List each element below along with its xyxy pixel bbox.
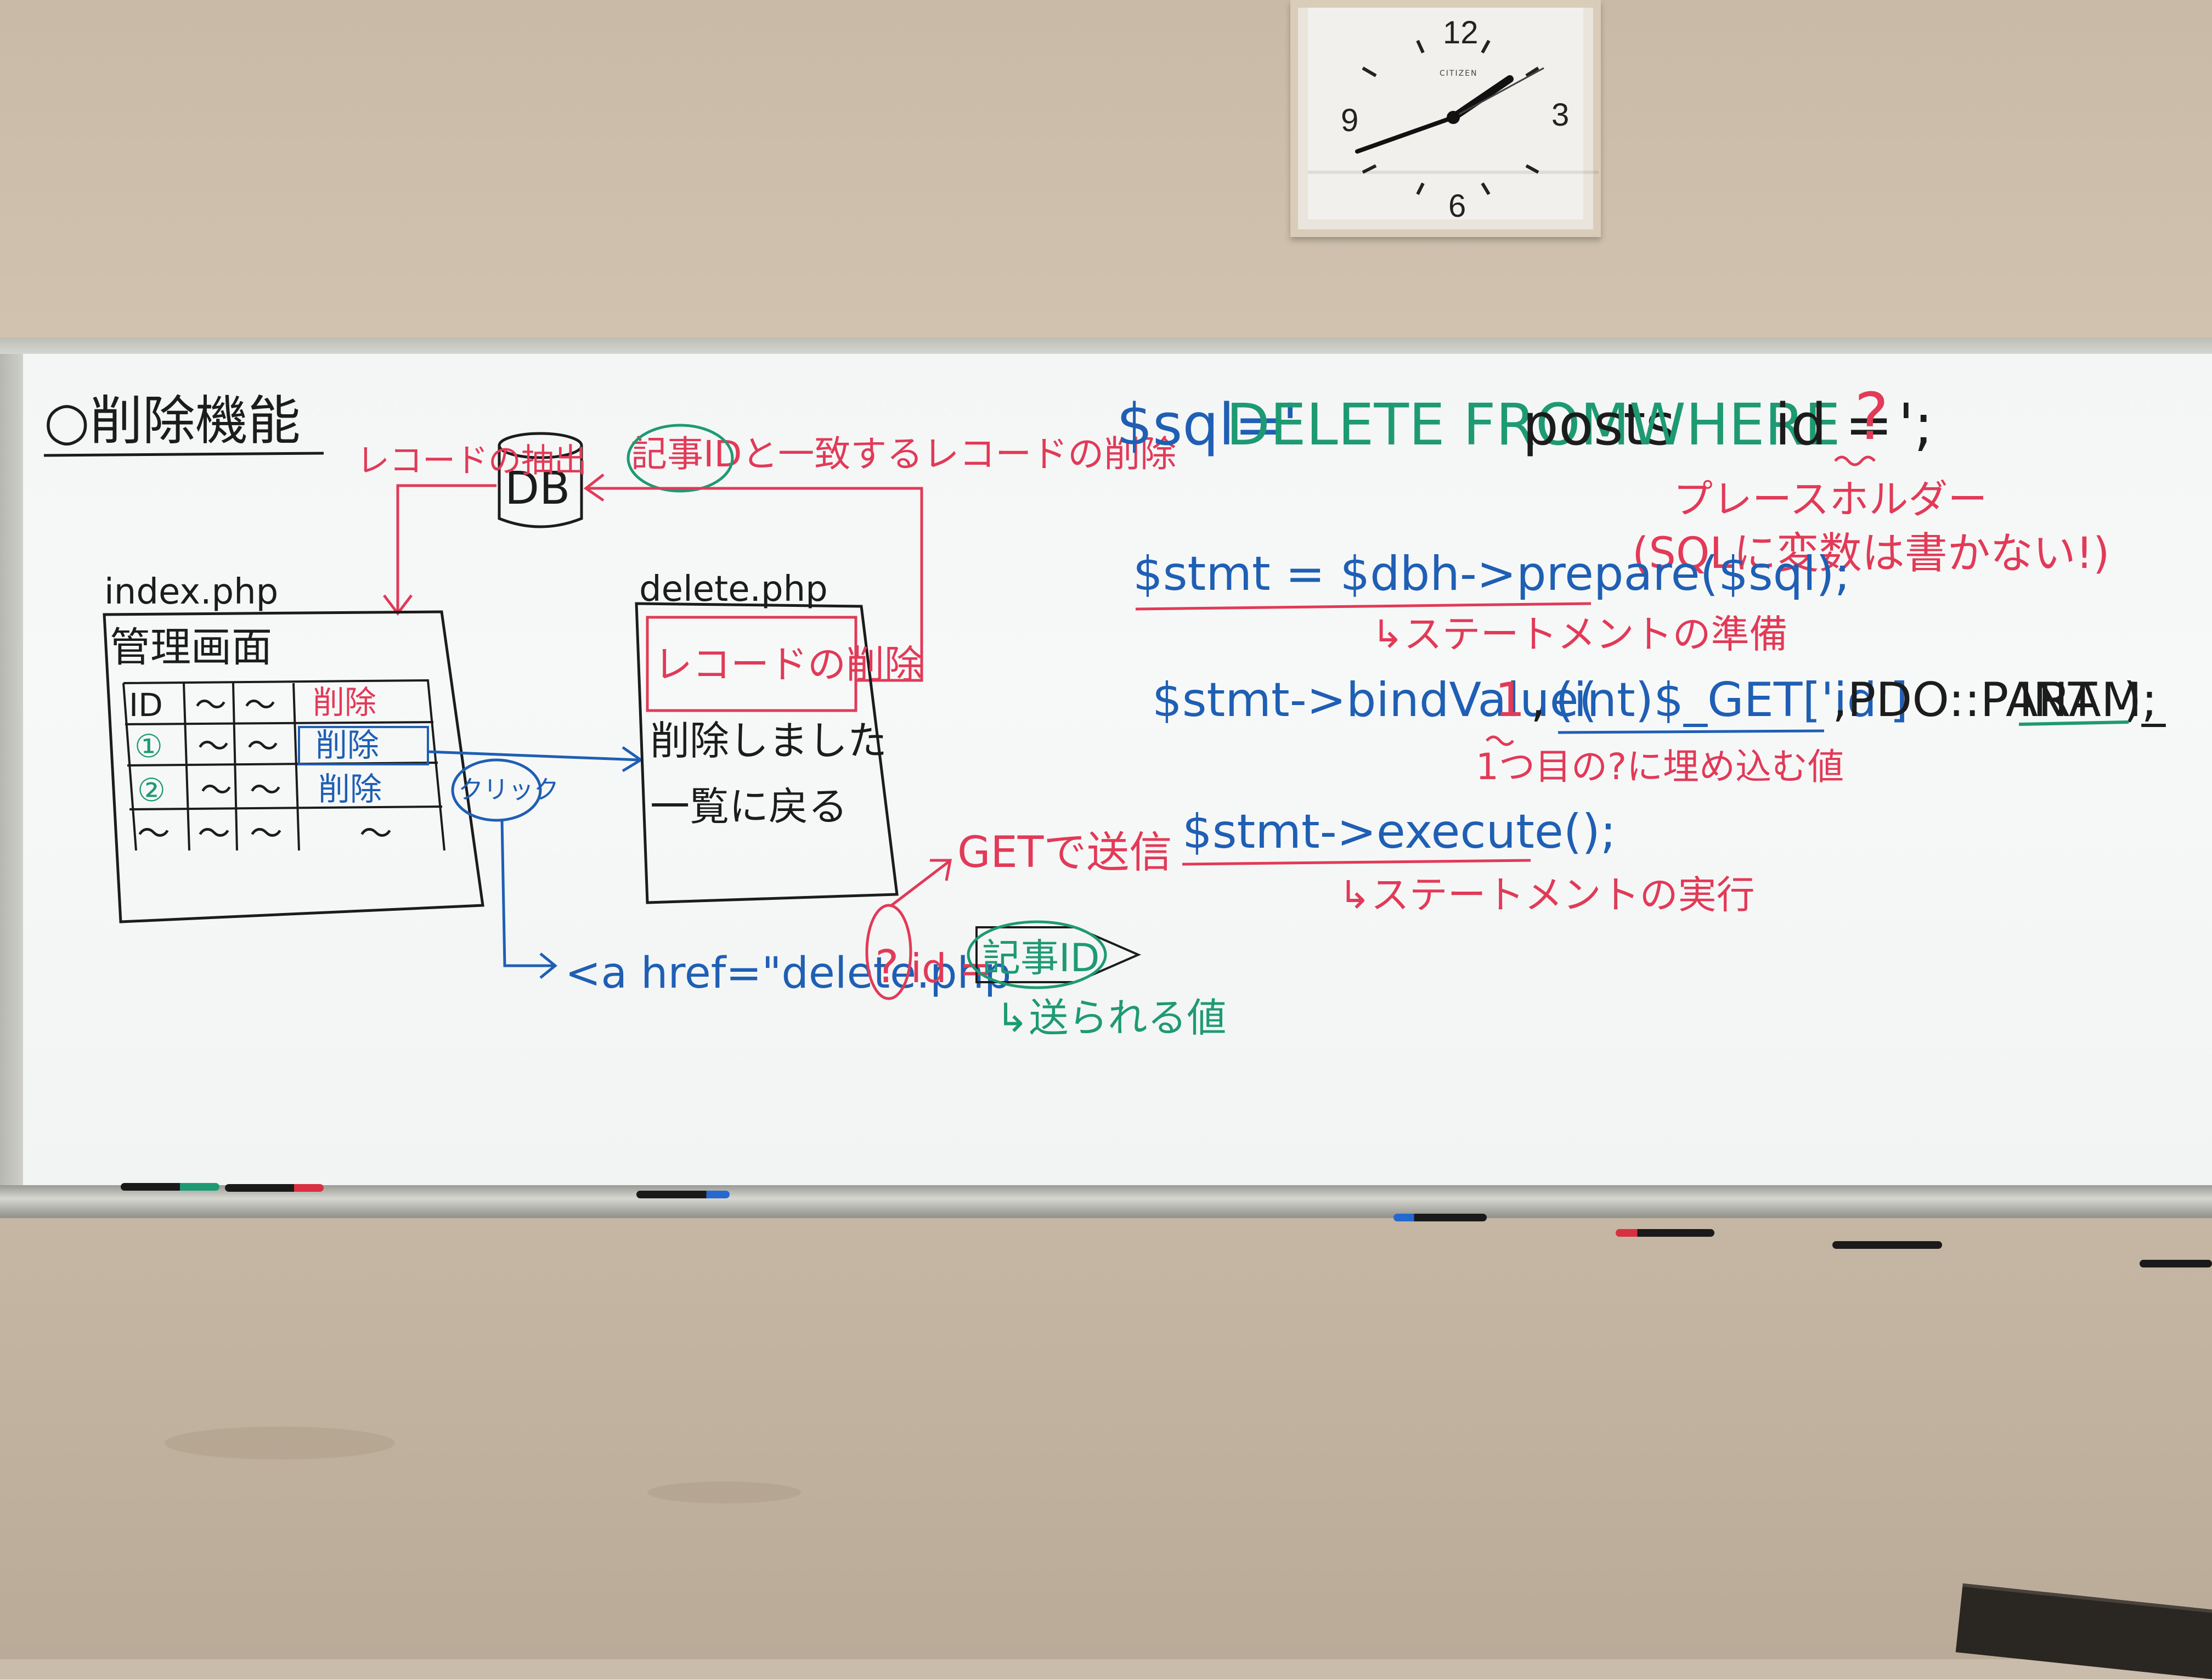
link-id: id = — [911, 945, 992, 991]
clock-face: 12 3 6 9 CITIZEN — [1308, 8, 1599, 224]
bind-note: 1つ目の?に埋め込む値 — [1476, 746, 1844, 788]
sent-value-note: ↳送られる値 — [996, 995, 1226, 1041]
prepare-code: $stmt = $dbh->prepare($sql); — [1133, 546, 1850, 601]
sql-where: WHERE — [1629, 391, 1841, 458]
clock-number-3: 3 — [1551, 97, 1570, 133]
svg-text:〜: 〜 — [359, 815, 392, 853]
row1-col2: 〜 — [198, 728, 229, 765]
link-value: 記事ID — [982, 936, 1100, 981]
table-header-col3: 〜 — [244, 686, 276, 724]
marker-tray — [0, 1185, 2212, 1218]
get-label: GETで送信 — [957, 828, 1172, 877]
board-title: ○削除機能 — [44, 390, 301, 452]
sql-delete-from: DELETE FROM — [1226, 391, 1629, 458]
row1-col3: 〜 — [247, 728, 279, 765]
bind-code-comma: , — [1531, 673, 1545, 728]
execute-code: $stmt->execute(); — [1182, 804, 1616, 859]
db-label: DB — [505, 463, 570, 515]
row1-id: ① — [134, 728, 163, 765]
delete-box-label: レコードの削除 — [654, 642, 923, 687]
execute-note: ↳ステートメントの実行 — [1339, 872, 1755, 917]
svg-text:〜: 〜 — [137, 815, 170, 853]
wall-clock: 12 3 6 9 CITIZEN — [1290, 0, 1601, 237]
sql-id: id = — [1775, 391, 1893, 458]
row2-col2: 〜 — [200, 771, 232, 809]
row2-delete: 削除 — [318, 770, 382, 808]
whiteboard — [0, 337, 2212, 1196]
bind-code-end: ); — [2123, 673, 2158, 728]
sql-table: posts — [1522, 391, 1675, 458]
marker-red — [225, 1184, 324, 1192]
clock-hands — [1308, 40, 1599, 195]
svg-text:〜: 〜 — [250, 815, 283, 853]
db-extract-note: レコードの抽出 — [357, 442, 587, 480]
clock-number-6: 6 — [1448, 188, 1466, 224]
placeholder-title: プレースホルダー — [1673, 476, 1987, 522]
clock-number-12: 12 — [1443, 15, 1479, 50]
marker-green — [121, 1183, 219, 1191]
sql-question-mark: ? — [1854, 379, 1889, 454]
bind-code-index: 1 — [1495, 673, 1525, 728]
clock-brand: CITIZEN — [1440, 69, 1478, 78]
wall-scuff — [647, 1481, 801, 1503]
index-file-label: index.php — [104, 572, 278, 612]
prepare-note: ↳ステートメントの準備 — [1372, 612, 1788, 657]
table-header-id: ID — [129, 686, 163, 724]
marker-blue — [1393, 1214, 1487, 1221]
delete-message-1: 削除しました — [650, 718, 887, 764]
svg-text:〜: 〜 — [198, 815, 230, 853]
bind-code-start: $stmt->bindValue( — [1152, 673, 1597, 728]
marker-red — [1616, 1229, 1714, 1237]
sql-prefix: $sql=' — [1116, 391, 1298, 458]
table-header-delete: 削除 — [313, 684, 376, 721]
bind-code-pdo: ,PDO::PARAM_ — [1832, 673, 2166, 728]
db-delete-note: 記事IDと一致するレコードの削除 — [631, 433, 1176, 475]
row2-col3: 〜 — [250, 771, 281, 809]
link-code: <a href="delete.php — [565, 949, 1011, 998]
marker-black — [2140, 1260, 2212, 1267]
wall-scuff — [165, 1427, 395, 1460]
marker-blue — [636, 1191, 730, 1198]
index-table — [122, 679, 445, 851]
marker-black — [1832, 1241, 1942, 1249]
db-cylinder — [498, 432, 583, 528]
row1-delete: 削除 — [315, 726, 379, 764]
table-header-col2: 〜 — [195, 686, 227, 724]
bind-code-int: INT — [2019, 673, 2097, 728]
sql-end: '; — [1898, 391, 1933, 458]
row2-id: ② — [137, 771, 166, 809]
placeholder-note: (SQLに変数は書かない!) — [1632, 529, 2110, 578]
whiteboard-frame — [0, 337, 2212, 354]
delete-message-2: 一覧に戻る — [650, 784, 848, 830]
click-label: クリック — [458, 775, 559, 804]
index-screen-title: 管理画面 — [110, 624, 272, 671]
clock-number-9: 9 — [1341, 103, 1359, 138]
bind-code-value: (int)$_GET['id'] — [1555, 673, 1908, 728]
link-question-mark: ? — [875, 941, 899, 993]
